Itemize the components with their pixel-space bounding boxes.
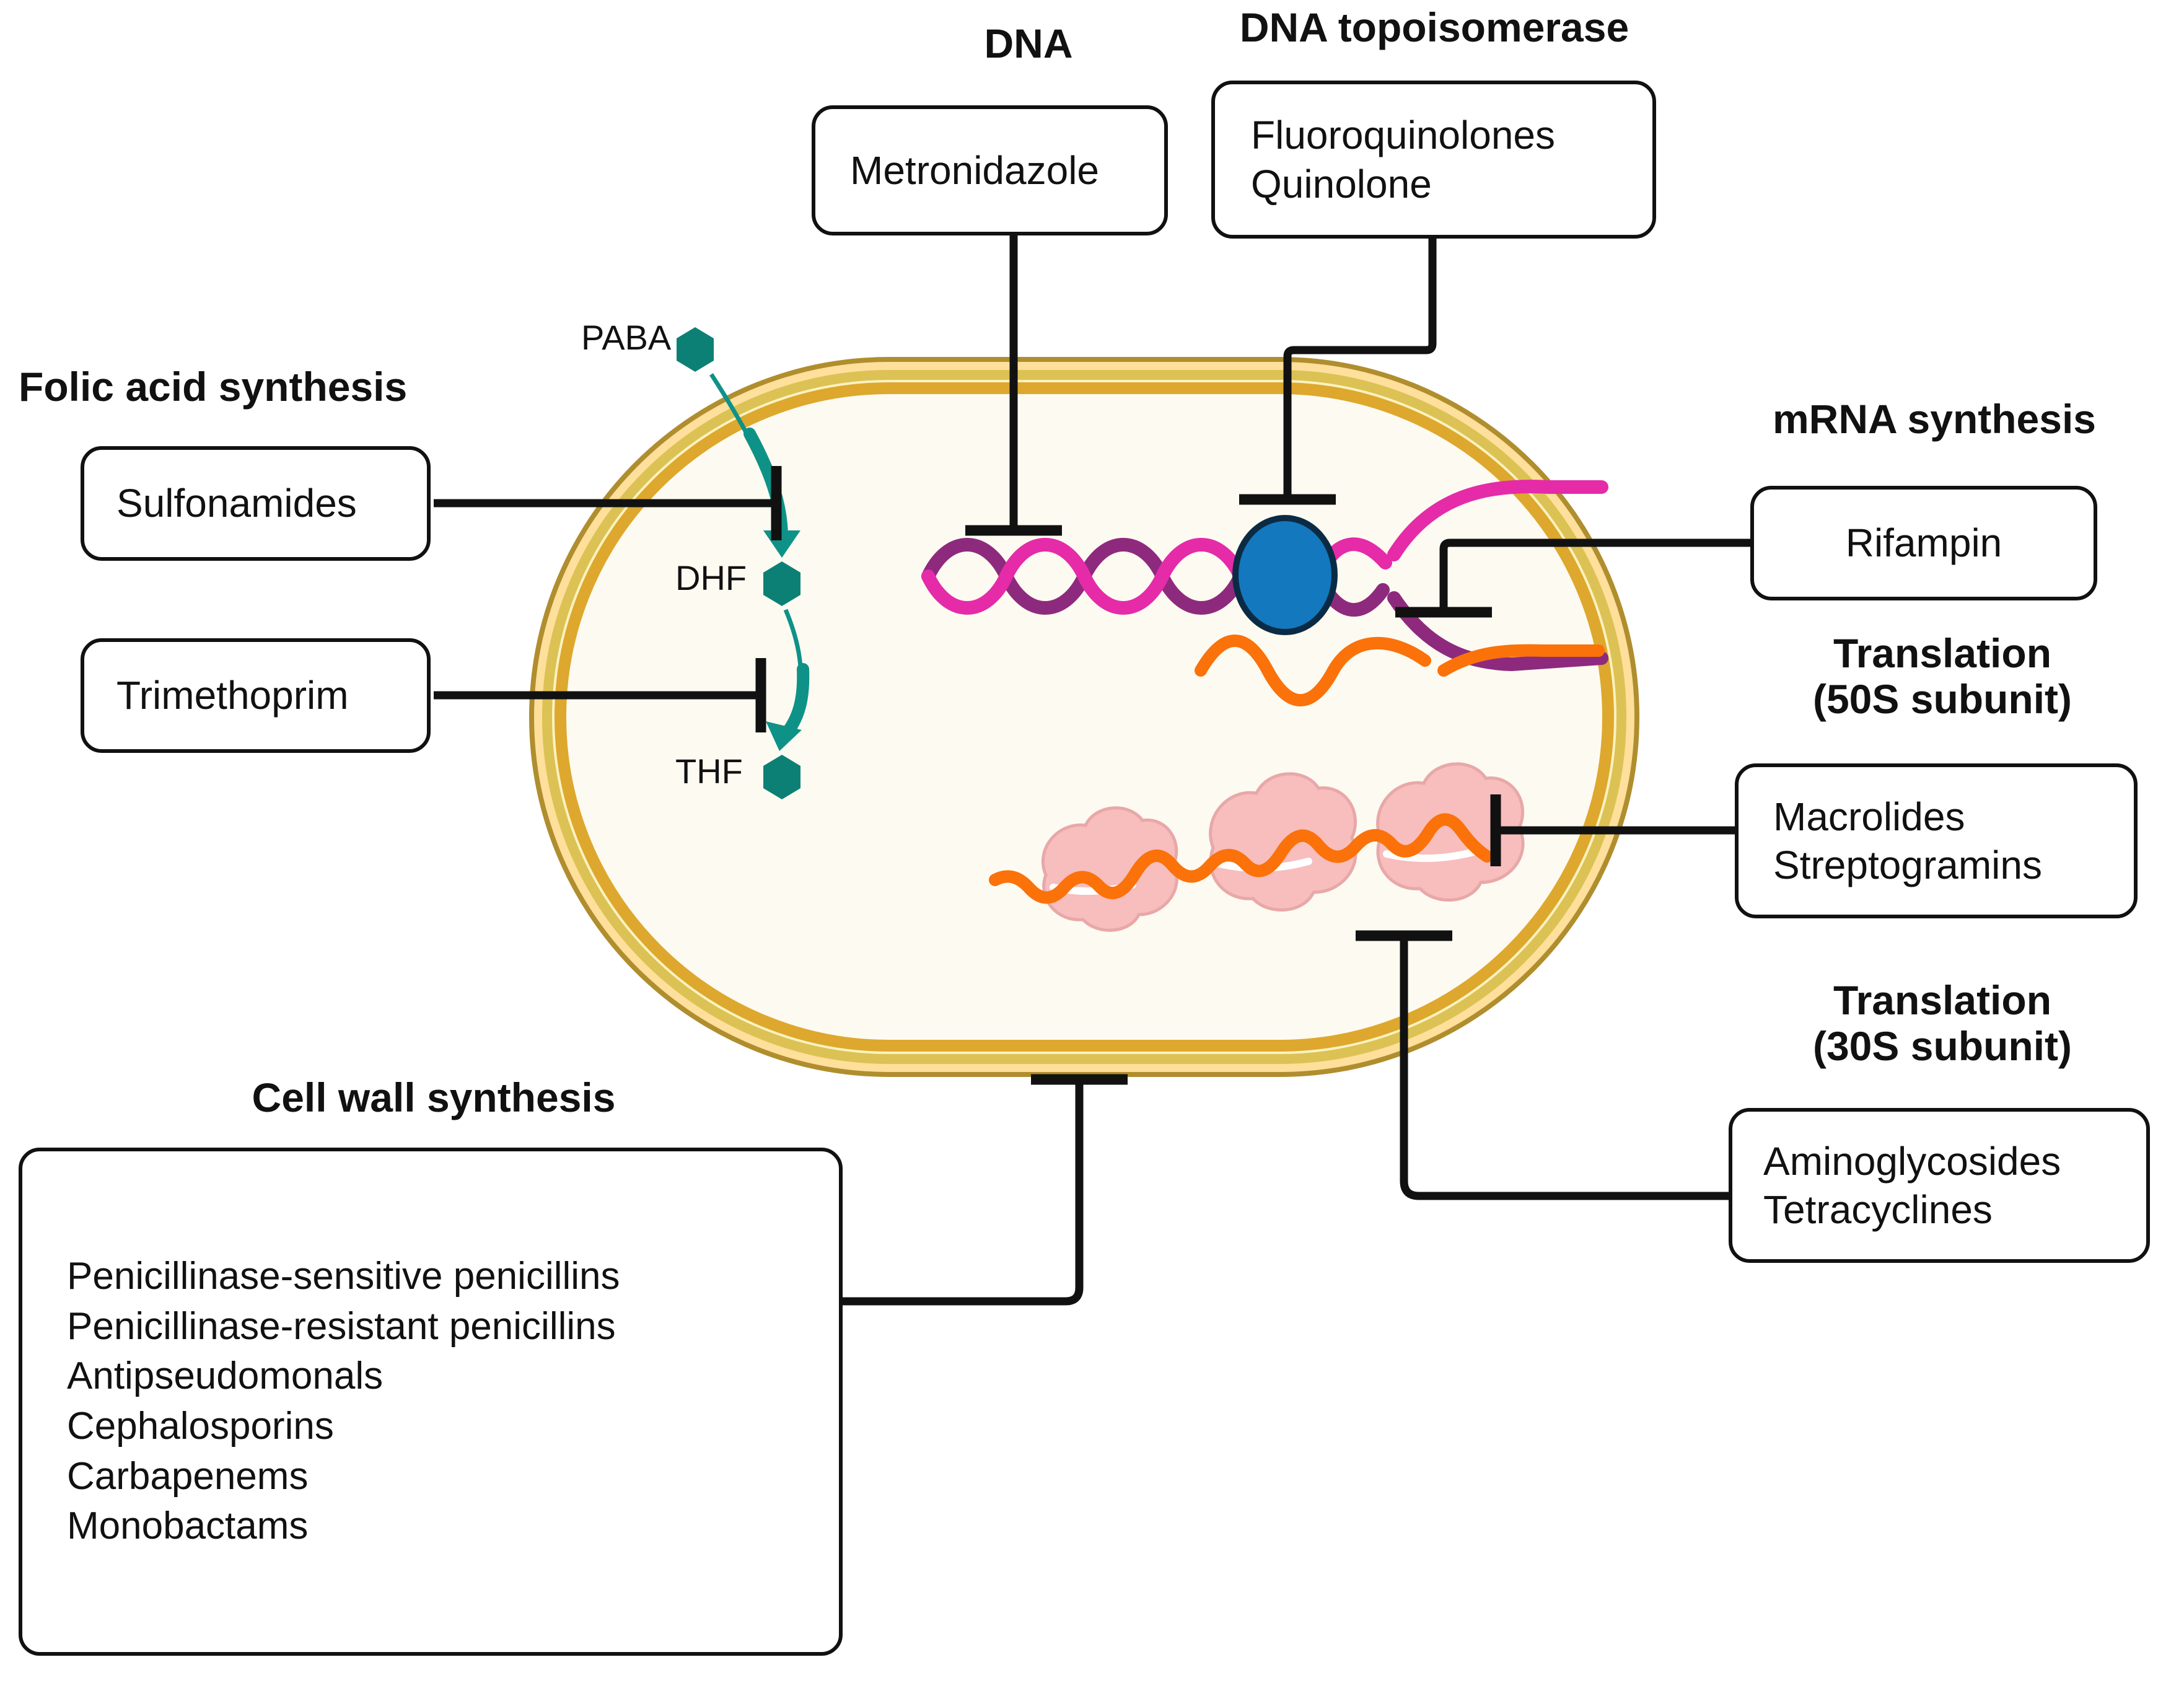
translation-complex	[989, 762, 1525, 932]
arrow-dhf-to-thf-body	[782, 663, 810, 737]
drug-box-sulfonamides[interactable]: Sulfonamides	[81, 446, 431, 561]
drug-name: Penicillinase-resistant penicillins	[67, 1304, 616, 1348]
drug-box-trimethoprim[interactable]: Trimethoprim	[81, 638, 431, 753]
nascent-mrna	[1437, 644, 1605, 677]
connector-rifampin	[1439, 538, 1750, 612]
mrna-transcript-wave	[1195, 635, 1431, 706]
drug-name: Sulfonamides	[116, 481, 357, 526]
dna-strand-upper-open	[1387, 480, 1608, 561]
drug-name: Cephalosporins	[67, 1405, 334, 1448]
heading-dna: DNA	[984, 20, 1073, 66]
heading-mrna-synthesis: mRNA synthesis	[1772, 396, 2097, 442]
drug-name: Macrolides	[1773, 794, 1965, 839]
cell-wall-band-amber	[555, 382, 1614, 1052]
heading-translation-30s: Translation (30S subunit)	[1769, 977, 2116, 1070]
label-dhf: DHF	[675, 558, 747, 597]
heading-folic-acid-synthesis: Folic acid synthesis	[19, 364, 408, 410]
heading-dna-topoisomerase: DNA topoisomerase	[1239, 4, 1629, 50]
arrow-dhf-to-thf-head	[766, 721, 802, 751]
rna-polymerase	[1232, 515, 1338, 635]
connector-cell-wall	[843, 1079, 1084, 1306]
drug-box-cell-wall-synthesis[interactable]: Penicillinase-sensitive penicillins Peni…	[19, 1148, 843, 1656]
heading-translation-30s-line2: (30S subunit)	[1812, 1022, 2072, 1069]
drug-name: Streptogramins	[1773, 843, 2042, 887]
connector-aminoglycosides	[1400, 936, 1729, 1200]
label-thf: THF	[675, 752, 743, 791]
drug-box-mrna-synthesis[interactable]: Rifampin	[1750, 486, 2097, 600]
drug-name: Rifampin	[1845, 521, 2002, 566]
drug-box-translation-30s[interactable]: Aminoglycosides Tetracyclines	[1729, 1108, 2150, 1263]
drug-name: Aminoglycosides	[1763, 1138, 2061, 1184]
heading-translation-50s-line2: (50S subunit)	[1812, 675, 2072, 722]
drug-name: Trimethoprim	[116, 673, 349, 718]
heading-translation-50s-line1: Translation	[1833, 630, 2052, 676]
mrna-strand	[989, 813, 1493, 904]
thf-hexagon	[763, 755, 800, 799]
drug-name: Quinolone	[1251, 161, 1432, 206]
heading-translation-50s: Translation (50S subunit)	[1769, 630, 2116, 723]
drug-name: Tetracyclines	[1763, 1187, 1993, 1232]
paba-hexagon	[677, 327, 714, 372]
drug-name: Fluoroquinolones	[1251, 113, 1555, 158]
ribosome-3-cleft	[1383, 848, 1480, 863]
cell-wall-inner-edge	[566, 394, 1602, 1040]
drug-name: Carbapenems	[67, 1454, 309, 1498]
drug-box-translation-50s[interactable]: Macrolides Streptogramins	[1735, 763, 2138, 918]
cell-wall-band-mid	[542, 370, 1626, 1064]
heading-cell-wall-synthesis: Cell wall synthesis	[252, 1074, 616, 1120]
drug-box-dna-topoisomerase[interactable]: Fluoroquinolones Quinolone	[1211, 81, 1656, 239]
drug-name: Metronidazole	[850, 147, 1099, 193]
label-paba: PABA	[581, 318, 672, 357]
drug-name: Monobactams	[67, 1505, 309, 1548]
heading-translation-30s-line1: Translation	[1833, 977, 2052, 1023]
connector-quinolones	[1283, 239, 1437, 499]
drug-name: Penicillinase-sensitive penicillins	[67, 1255, 620, 1298]
drug-name: Antipseudomonals	[67, 1355, 384, 1398]
dhf-hexagon	[763, 561, 800, 606]
drug-box-dna[interactable]: Metronidazole	[812, 105, 1168, 235]
